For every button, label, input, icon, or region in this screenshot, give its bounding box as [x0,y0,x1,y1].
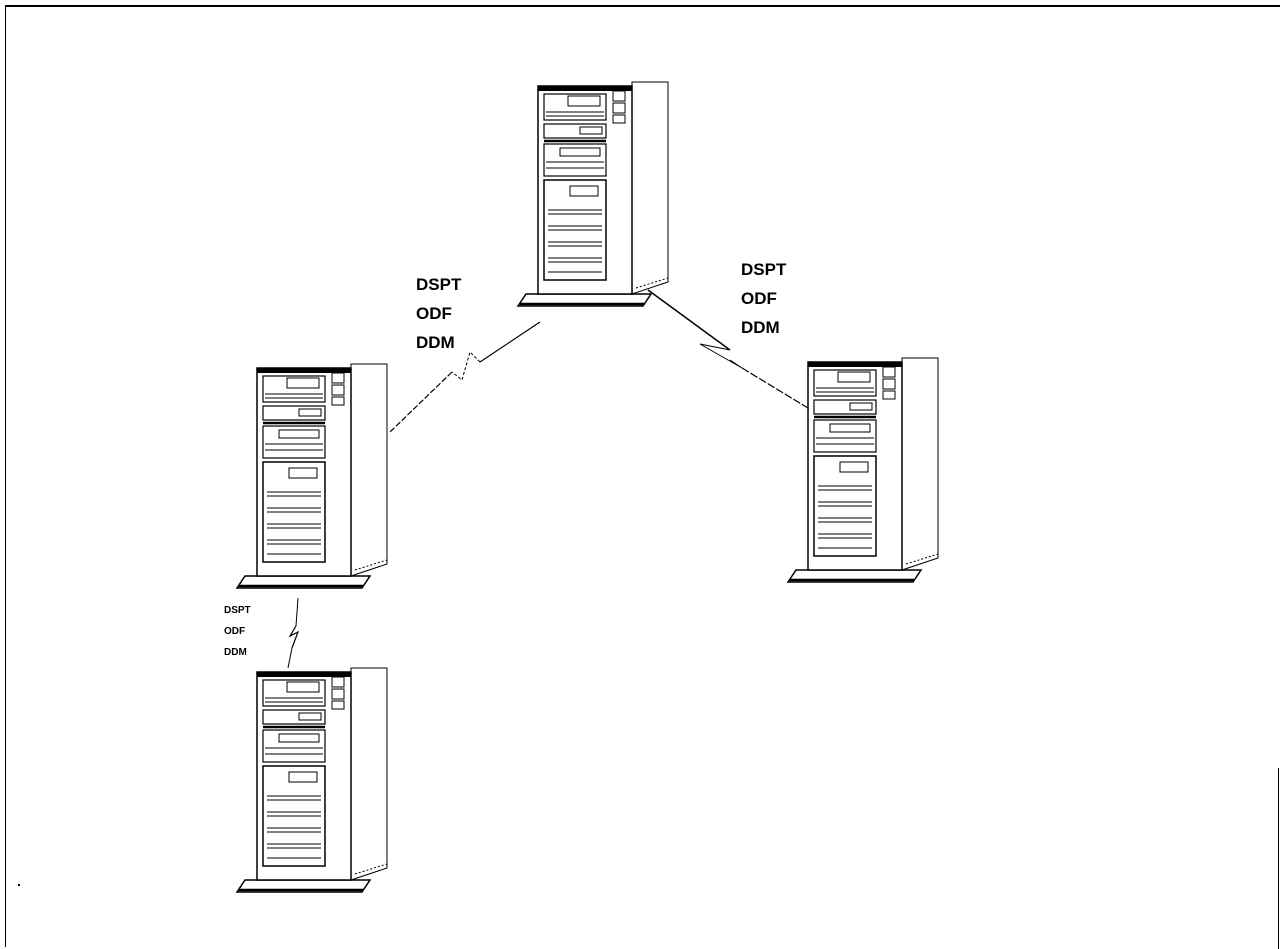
link-label-left: DSPT ODF DDM [416,276,461,363]
server-left [235,362,389,590]
server-top [516,80,670,308]
link-top-right [647,289,809,409]
diagram-frame [5,5,1280,947]
link-left-bottom [287,597,300,669]
link-label-bottom: DSPT ODF DDM [224,606,251,669]
stray-dot [18,884,20,886]
server-right [786,356,940,584]
link-label-right: DSPT ODF DDM [741,261,786,348]
frame-edge-line [1278,768,1279,949]
protocol-label: ODF [416,304,452,323]
protocol-label: DSPT [224,605,251,616]
protocol-label: DDM [741,318,780,337]
protocol-label: DDM [416,333,455,352]
protocol-label: DSPT [741,260,787,279]
protocol-label: DSPT [416,275,462,294]
protocol-label: ODF [224,626,246,637]
protocol-label: ODF [741,289,777,308]
protocol-label: DDM [224,647,247,658]
link-top-left [389,321,541,433]
server-bottom [235,666,389,894]
